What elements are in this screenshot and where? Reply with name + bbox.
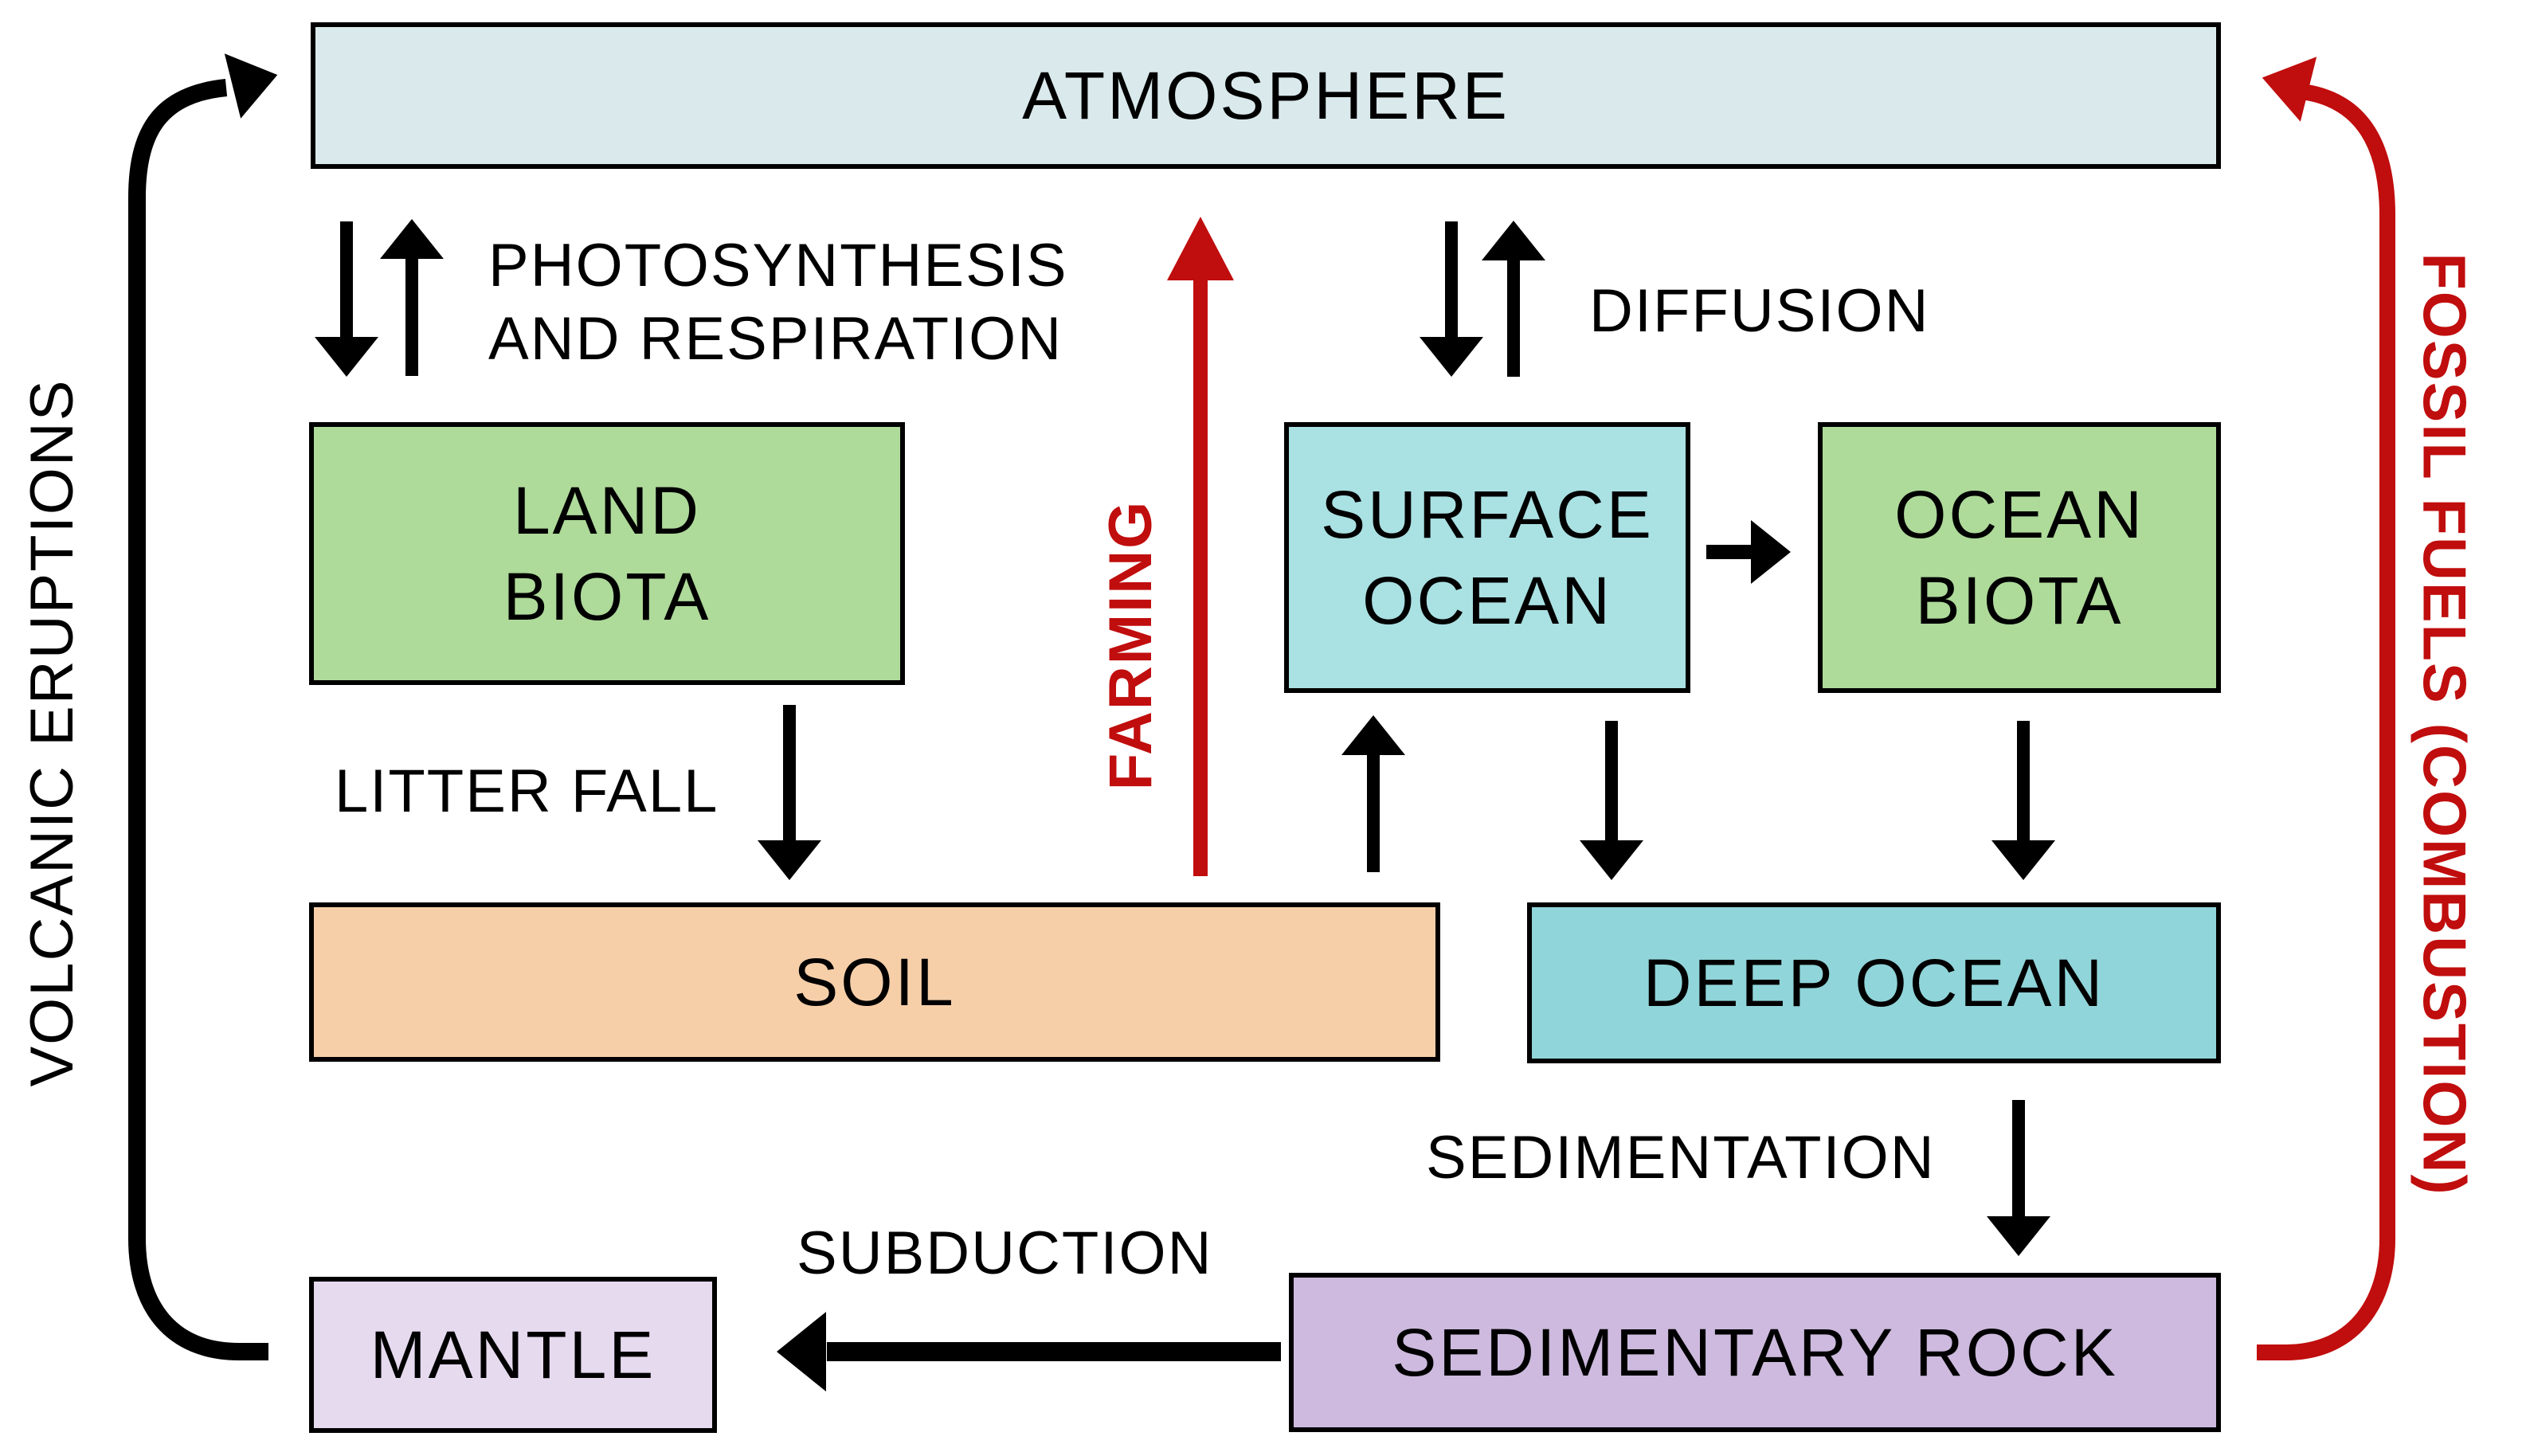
diffusion-down-arrow-icon — [1420, 221, 1483, 377]
box-land-biota: LAND BIOTA — [309, 422, 905, 685]
farming-arrow-icon — [1167, 217, 1234, 876]
respiration-up-arrow-icon — [380, 219, 444, 376]
box-soil-label: SOIL — [793, 945, 956, 1020]
box-surface-ocean-label-line2: OCEAN — [1362, 563, 1612, 638]
box-deep-ocean: DEEP OCEAN — [1527, 902, 2221, 1063]
box-soil: SOIL — [309, 902, 1440, 1062]
box-surface-ocean-label-line1: SURFACE — [1321, 477, 1654, 552]
fossil-fuels-label: FOSSIL FUELS (COMBUSTION) — [2410, 252, 2478, 1196]
litter-fall-arrow-icon — [758, 705, 821, 880]
surface-ocean-to-ocean-biota-arrow-icon — [1706, 520, 1791, 584]
sedimentation-arrow-icon — [1987, 1100, 2050, 1256]
volcanic-eruptions-arrow-icon — [128, 53, 278, 1360]
box-mantle-label: MANTLE — [370, 1317, 656, 1392]
box-surface-ocean: SURFACE OCEAN — [1284, 422, 1690, 693]
farming-label: FARMING — [1097, 499, 1165, 791]
subduction-label: SUBDUCTION — [797, 1219, 1213, 1287]
diffusion-up-arrow-icon — [1482, 221, 1545, 377]
box-land-biota-label-line1: LAND — [512, 473, 702, 548]
box-atmosphere: ATMOSPHERE — [311, 22, 2221, 169]
ocean-biota-to-deep-ocean-arrow-icon — [1991, 721, 2055, 880]
sedimentation-label: SEDIMENTATION — [1426, 1124, 1936, 1192]
box-atmosphere-label: ATMOSPHERE — [1022, 58, 1510, 133]
soil-to-surface-ocean-arrow-icon — [1341, 715, 1405, 872]
subduction-arrow-icon — [777, 1312, 1281, 1391]
box-ocean-biota: OCEAN BIOTA — [1818, 422, 2221, 693]
photosynthesis-down-arrow-icon — [315, 221, 378, 377]
box-ocean-biota-label-line2: BIOTA — [1915, 563, 2124, 638]
surface-ocean-to-deep-ocean-arrow-icon — [1580, 721, 1643, 880]
box-sedimentary-rock-label: SEDIMENTARY ROCK — [1392, 1315, 2118, 1390]
box-deep-ocean-label: DEEP OCEAN — [1643, 945, 2105, 1020]
box-mantle: MANTLE — [309, 1277, 717, 1433]
box-land-biota-label-line2: BIOTA — [503, 559, 711, 634]
photosynthesis-respiration-label: PHOTOSYNTHESIS AND RESPIRATION — [488, 229, 1068, 376]
volcanic-eruptions-label: VOLCANIC ERUPTIONS — [18, 378, 86, 1087]
photosynthesis-label-line1: PHOTOSYNTHESIS — [488, 232, 1068, 299]
box-ocean-biota-label-line1: OCEAN — [1894, 477, 2144, 552]
box-sedimentary-rock: SEDIMENTARY ROCK — [1289, 1273, 2221, 1432]
diffusion-label: DIFFUSION — [1589, 277, 1930, 345]
photosynthesis-label-line2: AND RESPIRATION — [488, 305, 1063, 373]
fossil-fuels-arrow-icon — [2257, 57, 2395, 1360]
litter-fall-label: LITTER FALL — [335, 757, 719, 825]
